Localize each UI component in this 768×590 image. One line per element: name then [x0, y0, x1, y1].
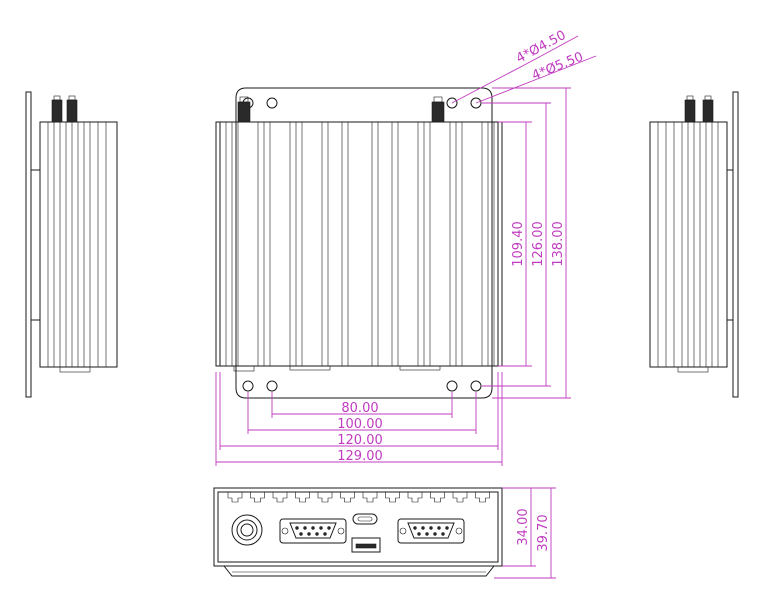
dimension-labels: 4*Ø4.50 4*Ø5.50 109.40 126.00 138.00 80.… [337, 28, 585, 552]
port-view-fin-ends [227, 492, 490, 503]
usb-a-port [351, 537, 381, 553]
left-side-fins [47, 122, 107, 367]
right-side-fins [657, 122, 719, 367]
label-depth-34: 34.00 [516, 508, 531, 545]
left-side-view [25, 91, 118, 398]
label-width-100: 100.00 [337, 417, 383, 432]
label-height-138: 138.00 [551, 221, 566, 267]
front-view-fins [225, 122, 495, 366]
dc-power-jack [231, 514, 263, 546]
label-width-80: 80.00 [341, 401, 378, 416]
left-antenna-connector [51, 95, 78, 123]
serial-port-1 [279, 518, 347, 544]
label-height-109: 109.40 [511, 221, 526, 267]
right-antenna-connector [684, 95, 714, 123]
label-depth-39: 39.70 [536, 514, 551, 551]
dimension-lines [215, 35, 597, 579]
label-width-120: 120.00 [337, 433, 383, 448]
front-antenna-connector [237, 96, 445, 123]
mount-hole-tr2 [446, 97, 458, 109]
label-height-126: 126.00 [531, 221, 546, 267]
label-width-129: 129.00 [337, 449, 383, 464]
port-view [213, 487, 503, 577]
mount-hole-tl2 [266, 97, 278, 109]
mount-hole-bl2 [266, 380, 278, 392]
front-view [215, 87, 503, 399]
mount-hole-tr [470, 97, 482, 109]
right-side-view [649, 91, 739, 398]
mount-hole-br2 [446, 380, 458, 392]
mount-hole-br [470, 380, 482, 392]
serial-port-2 [397, 518, 465, 544]
mount-hole-bl [242, 380, 254, 392]
usb-c-port [352, 513, 378, 525]
